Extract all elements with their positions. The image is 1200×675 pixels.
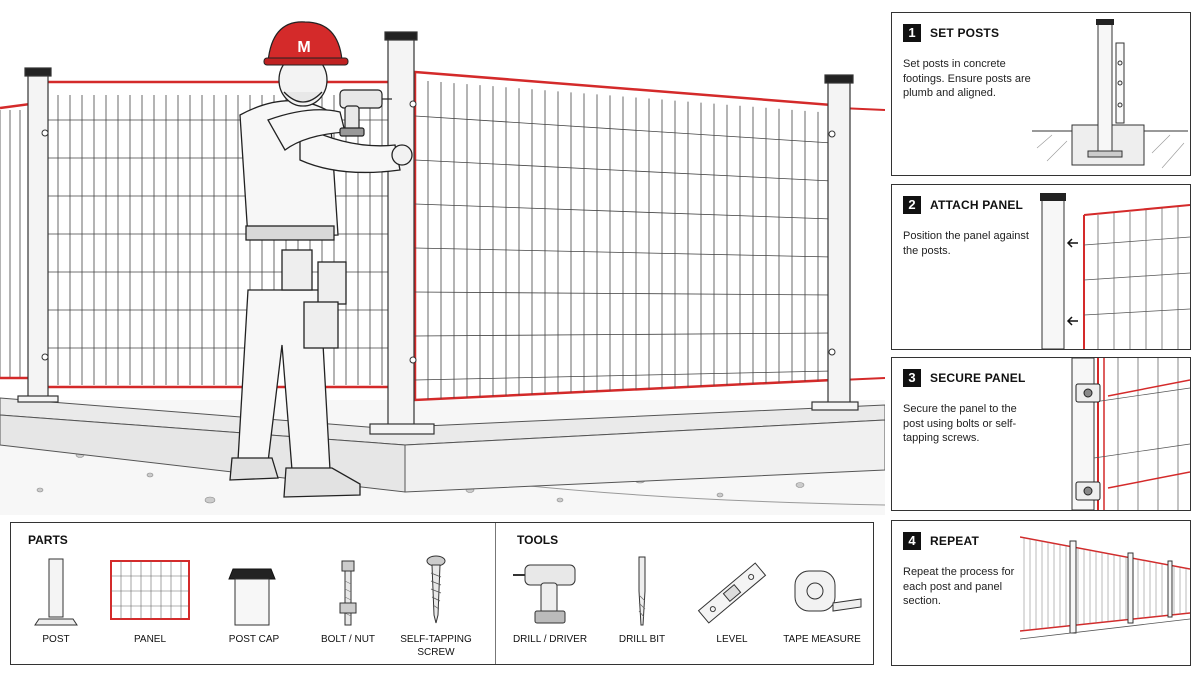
tool-drill-bit: DRILL BIT [597,551,687,661]
part-screw: SELF-TAPPING SCREW [391,551,481,661]
part-bolt-nut: BOLT / NUT [303,551,393,661]
part-label: SELF-TAPPING SCREW [400,634,472,658]
step-number: 2 [903,196,921,214]
tool-label: DRILL BIT [618,634,666,645]
step-4-card: 4 REPEAT Repeat the process for each pos… [891,520,1191,666]
secure-panel-illustration [1071,358,1190,510]
step-title: SECURE PANEL [930,371,1026,385]
step-number: 4 [903,532,921,550]
main-illustration: M [0,21,885,506]
parts-tools-legend: PARTS TOOLS POST PANEL POST CAP [10,522,874,665]
part-label: POST [42,634,70,645]
tool-label: LEVEL [716,634,748,645]
tools-heading: TOOLS [517,533,559,547]
step-2-card: 2 ATTACH PANEL Position the panel agains… [891,184,1191,350]
part-label: BOLT / NUT [320,634,376,645]
parts-heading: PARTS [28,533,68,547]
part-label: PANEL [133,634,167,645]
tool-label: DRILL / DRIVER [512,634,588,645]
tool-tape-measure: TAPE MEASURE [777,551,867,661]
part-post-cap: POST CAP [209,551,299,661]
step-1-card: 1 SET POSTS Set posts in concrete footin… [891,12,1191,176]
tool-drill: DRILL / DRIVER [505,551,595,661]
step-description: Secure the panel to the post using bolts… [903,403,1017,444]
level-icon [697,562,767,624]
part-post: POST [11,551,101,661]
step-number: 1 [903,24,921,42]
part-label: POST CAP [228,634,280,645]
step-3-card: 3 SECURE PANEL Secure the panel to the p… [891,357,1191,511]
step-description: Repeat the process for each post and pan… [903,566,1015,607]
screw-icon [426,555,446,624]
drill-bit-icon [638,556,646,626]
step-title: SET POSTS [930,26,1000,40]
step-title: ATTACH PANEL [930,198,1024,212]
tape-measure-icon [794,570,862,612]
bolt-nut-icon [339,560,357,626]
set-posts-illustration [1032,19,1188,169]
step-title: REPEAT [930,534,979,548]
post-icon [34,558,78,626]
legend-divider [495,523,496,664]
drill-icon [513,564,576,624]
post-cap-icon [228,568,276,626]
step-description: Set posts in concrete footings. Ensure p… [903,58,1031,99]
panel-icon [110,560,190,620]
helmet-logo: M [297,39,310,56]
tool-label: TAPE MEASURE [783,634,861,645]
step-description: Position the panel against the posts. [903,230,1029,257]
attach-panel-illustration [1040,193,1190,349]
part-panel: PANEL [105,551,195,661]
tool-level: LEVEL [687,551,777,661]
step-number: 3 [903,369,921,387]
repeat-illustration [1020,536,1190,640]
